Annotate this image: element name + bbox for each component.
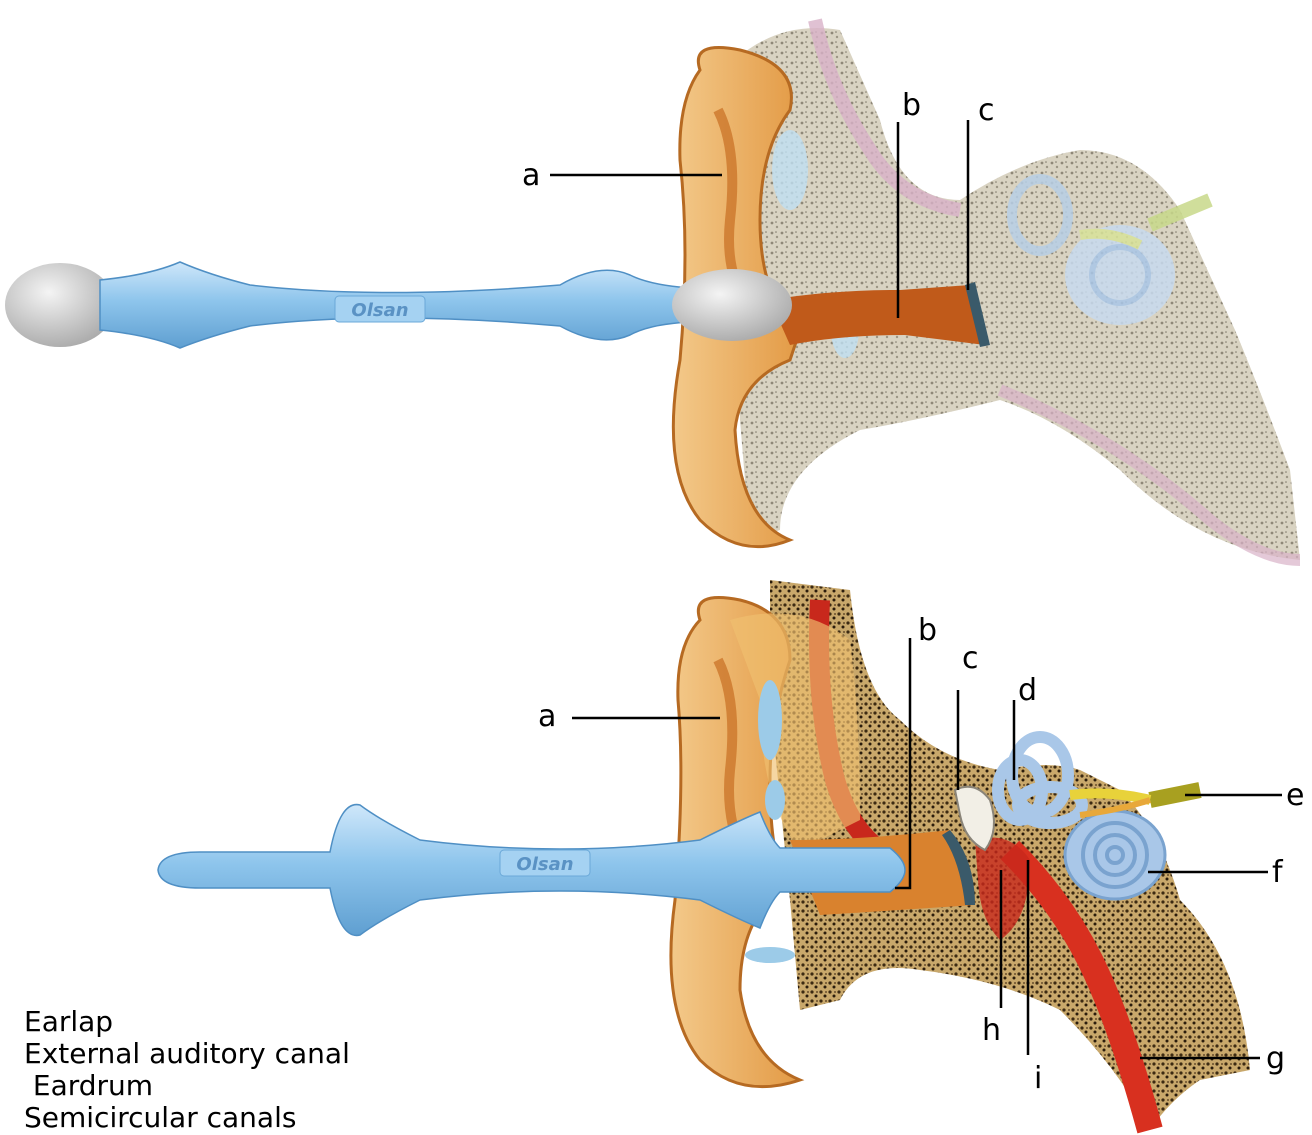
label-h-bottom: h (982, 1013, 1001, 1048)
legend-item: Earlap (24, 1006, 350, 1038)
cotton-swab-icon: Olsan (5, 262, 792, 348)
label-b-top: b (902, 88, 921, 123)
legend-item: External auditory canal (24, 1038, 350, 1070)
svg-text:Olsan: Olsan (351, 300, 408, 321)
cochlea (1065, 811, 1165, 899)
legend-item: Semicircular canals (24, 1102, 350, 1134)
label-g-bottom: g (1266, 1041, 1285, 1076)
legend: Earlap External auditory canal Eardrum S… (24, 1006, 350, 1134)
label-e-bottom: e (1286, 778, 1304, 813)
label-c-bottom: c (962, 641, 979, 676)
svg-text:Olsan: Olsan (516, 854, 573, 875)
label-i-bottom: i (1034, 1061, 1042, 1096)
label-f-bottom: f (1272, 855, 1284, 890)
legend-item: Eardrum (24, 1070, 350, 1102)
label-d-bottom: d (1018, 673, 1037, 708)
label-a-bottom: a (538, 699, 556, 734)
label-c-top: c (978, 93, 995, 128)
label-a-top: a (522, 158, 540, 193)
label-b-bottom: b (918, 613, 937, 648)
top-ear-illustration: Olsan (5, 20, 1300, 560)
